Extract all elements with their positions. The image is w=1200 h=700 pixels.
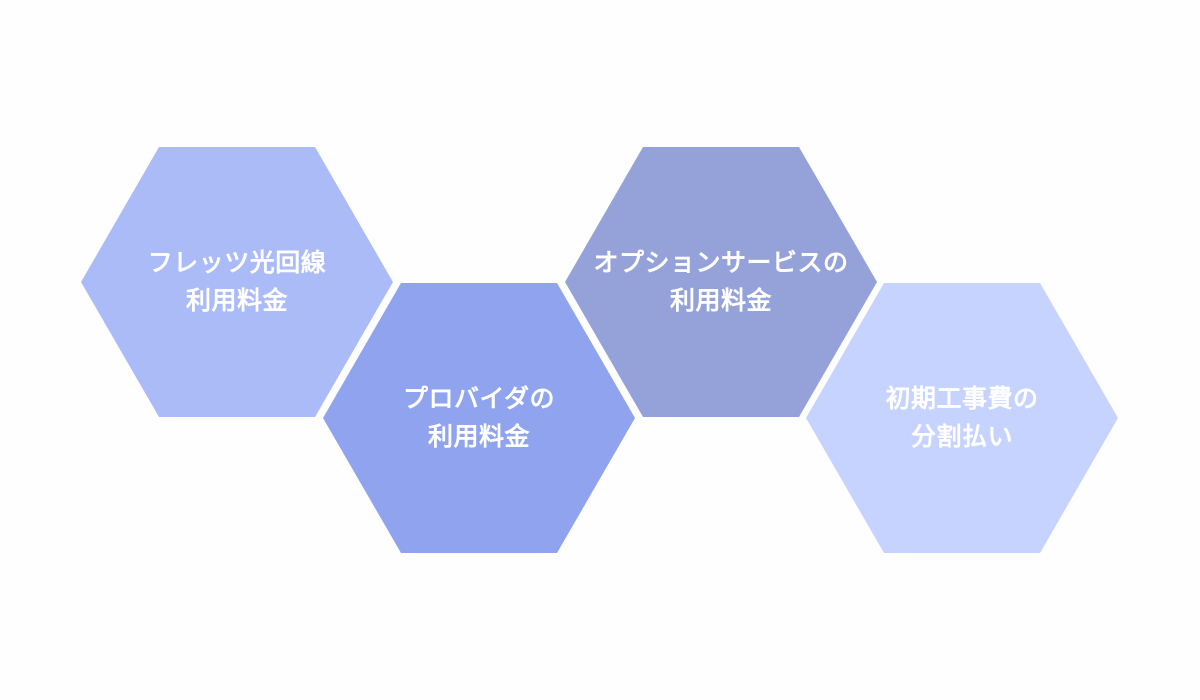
- hexagon-label-line-2: 利用料金: [185, 286, 288, 315]
- hexagon-shape: [323, 283, 635, 553]
- hexagon-label: フレッツ光回線 利用料金: [81, 147, 393, 417]
- hexagon-label-line-1: 初期工事費の: [885, 384, 1039, 413]
- hexagon-polygon: [565, 147, 877, 417]
- hexagon-fletts-line-fee: フレッツ光回線 利用料金: [81, 147, 393, 417]
- hexagon-label-line-1: オプションサービスの: [593, 248, 849, 277]
- hexagon-shape: [81, 147, 393, 417]
- hexagon-label: オプションサービスの 利用料金: [565, 147, 877, 417]
- hexagon-label-line-1: プロバイダの: [402, 384, 555, 413]
- hexagon-label-line-2: 利用料金: [427, 422, 530, 451]
- hexagon-polygon: [323, 283, 635, 553]
- hexagon-label-line-2: 分割払い: [910, 422, 1013, 451]
- hexagon-label: 初期工事費の 分割払い: [806, 283, 1118, 553]
- hexagon-polygon: [806, 283, 1118, 553]
- hexagon-installation-installment: 初期工事費の 分割払い: [806, 283, 1118, 553]
- hexagon-label-line-1: フレッツ光回線: [147, 248, 327, 277]
- hexagon-polygon: [81, 147, 393, 417]
- hexagon-shape: [806, 283, 1118, 553]
- hexagon-option-service-fee: オプションサービスの 利用料金: [565, 147, 877, 417]
- hexagon-label: プロバイダの 利用料金: [323, 283, 635, 553]
- hexagon-label-line-2: 利用料金: [669, 286, 772, 315]
- hexagon-shape: [565, 147, 877, 417]
- hexagon-provider-fee: プロバイダの 利用料金: [323, 283, 635, 553]
